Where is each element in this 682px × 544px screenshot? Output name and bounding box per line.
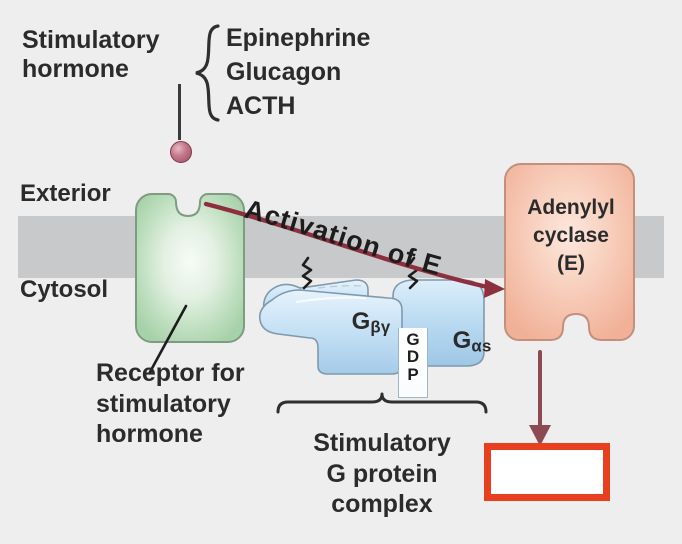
- svg-text:Activation of E: Activation of E: [242, 194, 446, 281]
- adenylyl-cyclase-line-3: (E): [557, 252, 585, 275]
- g-alpha-s-subscript: αs: [471, 337, 492, 357]
- hormone-item-acth: ACTH: [226, 92, 296, 120]
- cytosol-label: Cytosol: [20, 276, 109, 303]
- receptor-caption: Receptor for stimulatory hormone: [96, 359, 245, 448]
- gdp-letter-p: P: [407, 364, 419, 384]
- g-alpha-s-label: Gαs: [426, 300, 492, 384]
- g-beta-gamma-subscript: βγ: [370, 318, 391, 338]
- hormone-item-epinephrine: Epinephrine: [226, 24, 371, 52]
- adenylyl-cyclase-line-2: cyclase: [533, 224, 609, 247]
- stimulatory-hormone-label: Stimulatory hormone: [22, 26, 160, 83]
- hormone-stem: [178, 84, 181, 140]
- gdp-letter-d: D: [406, 347, 420, 367]
- g-beta-gamma-main: G: [351, 308, 371, 336]
- adenylyl-cyclase-line-1: Adenylyl: [527, 196, 615, 219]
- g-protein-caption: Stimulatory G protein complex: [313, 429, 451, 518]
- activation-of-e-label: Activation of E: [242, 194, 445, 281]
- g-beta-gamma-label: Gβγ: [325, 281, 391, 365]
- gdp-letter-g: G: [406, 330, 420, 349]
- hormone-item-glucagon: Glucagon: [226, 58, 342, 86]
- gdp-slot: G D P: [398, 328, 428, 398]
- g-alpha-s-main: G: [452, 327, 472, 355]
- answer-box[interactable]: [484, 443, 610, 501]
- hormone-ball-icon: [170, 141, 192, 163]
- exterior-label: Exterior: [20, 180, 111, 207]
